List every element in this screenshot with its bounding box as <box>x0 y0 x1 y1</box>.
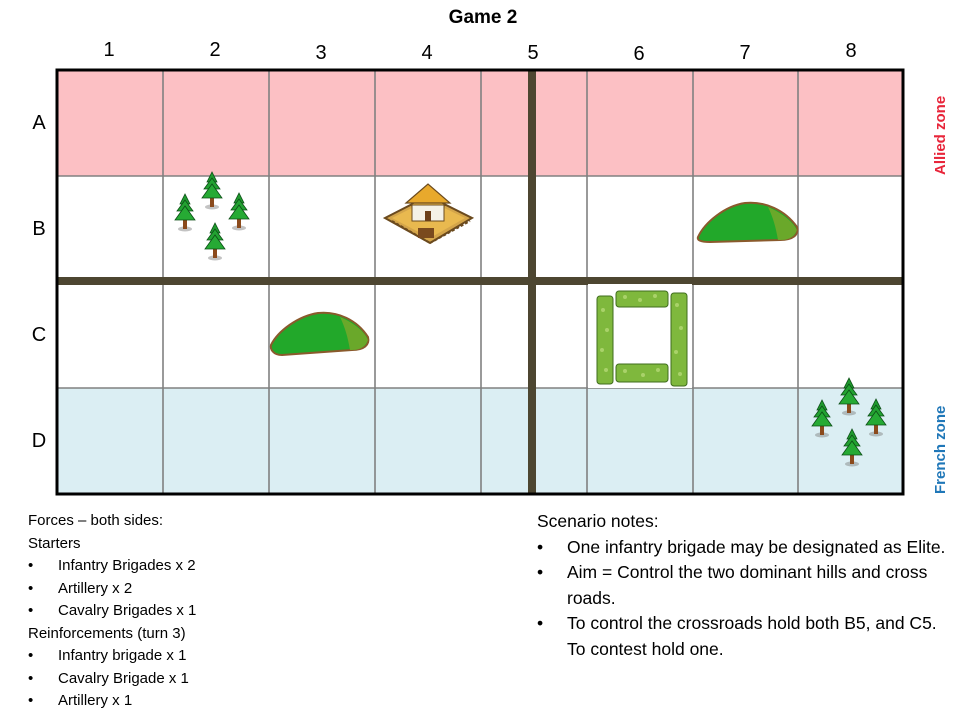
hedge-enclosure-icon <box>588 284 692 388</box>
row-label-a: A <box>32 112 46 134</box>
allied-zone-fill <box>57 70 903 176</box>
bullet-icon: • <box>537 613 544 633</box>
list-item: •Infantry Brigades x 2 <box>28 555 368 578</box>
forest-icon <box>174 171 250 261</box>
forces-panel: Forces – both sides: Starters •Infantry … <box>28 510 368 713</box>
bullet-icon: • <box>537 562 544 582</box>
farm-icon <box>382 183 475 245</box>
row-label-c: C <box>31 324 47 346</box>
column-label-2: 2 <box>209 39 221 61</box>
column-label-5: 5 <box>527 42 539 64</box>
row-label-b: B <box>32 218 46 240</box>
bullet-icon: • <box>28 669 34 687</box>
scenario-heading: Scenario notes: <box>537 511 659 531</box>
list-item: •To control the crossroads hold both B5,… <box>537 611 947 662</box>
scenario-panel: Scenario notes: •One infantry brigade ma… <box>537 509 947 662</box>
allied-zone-label: Allied zone <box>932 95 949 175</box>
list-item: •Artillery x 2 <box>28 578 368 601</box>
column-label-8: 8 <box>845 40 857 62</box>
list-item: •Infantry brigade x 1 <box>28 645 368 668</box>
list-item: •Artillery x 1 <box>28 690 368 713</box>
reinforcements-heading: Reinforcements (turn 3) <box>28 624 186 642</box>
bullet-icon: • <box>28 602 34 619</box>
column-label-7: 7 <box>739 42 751 64</box>
road-horizontal <box>57 277 903 285</box>
bullet-icon: • <box>28 692 34 709</box>
hill-icon <box>269 311 370 357</box>
list-item: •Cavalry Brigade x 1 <box>28 668 368 691</box>
board-border <box>55 68 905 496</box>
row-label-d: D <box>31 430 47 452</box>
game-board <box>55 68 905 496</box>
column-label-1: 1 <box>103 39 115 61</box>
bullet-icon: • <box>28 579 34 597</box>
list-item: •One infantry brigade may be designated … <box>537 535 947 561</box>
french-zone-label: French zone <box>932 405 949 494</box>
column-label-3: 3 <box>315 42 327 64</box>
bullet-icon: • <box>28 647 34 664</box>
list-item: •Cavalry Brigades x 1 <box>28 600 368 623</box>
starters-heading: Starters <box>28 534 81 552</box>
bullet-icon: • <box>537 536 544 557</box>
french-zone-fill <box>57 388 903 494</box>
forces-heading: Forces – both sides: <box>28 512 164 529</box>
column-label-4: 4 <box>421 42 433 64</box>
game-title: Game 2 <box>448 7 518 28</box>
hill-icon <box>696 201 799 244</box>
column-label-6: 6 <box>633 43 645 65</box>
list-item: •Aim = Control the two dominant hills an… <box>537 560 947 611</box>
bullet-icon: • <box>28 557 34 574</box>
